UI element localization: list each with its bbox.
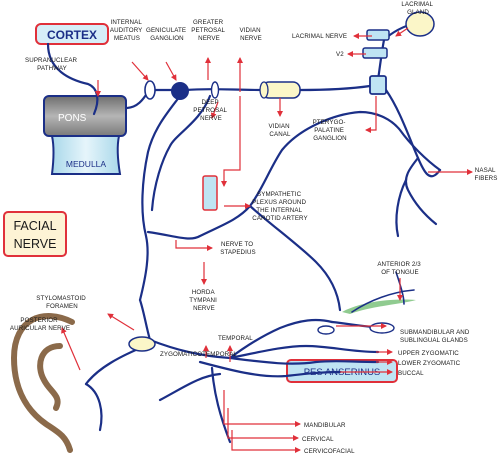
label-vidian-canal: VIDIAN CANAL bbox=[268, 123, 291, 138]
ear-outline bbox=[10, 313, 75, 453]
label-lacrimal-nerve: LACRIMAL NERVE bbox=[292, 33, 347, 40]
label-lacrimal-gland: LACRIMAL GLAND bbox=[401, 1, 434, 16]
title-line2: NERVE bbox=[14, 237, 57, 251]
pons-label: PONS bbox=[58, 113, 87, 124]
text-labels: SUPRANUCLEAR PATHWAY INTERNAL AUDITORY M… bbox=[10, 1, 498, 455]
label-cervicofacial: CERVICOFACIAL bbox=[304, 448, 355, 455]
label-zygomaticotemporal: ZYGOMATICOTEMPORAL bbox=[160, 351, 237, 358]
label-chorda: HORDA TYMPANI NERVE bbox=[189, 289, 219, 312]
brainstem: PONS MEDULLA bbox=[43, 95, 127, 175]
label-mandibular: MANDIBULAR bbox=[304, 422, 346, 429]
label-supranuclear: SUPRANUCLEAR PATHWAY bbox=[25, 57, 79, 72]
label-greater-petrosal: GREATER PETROSAL NERVE bbox=[191, 19, 226, 42]
title-line1: FACIAL bbox=[13, 219, 56, 233]
internal-auditory-ring bbox=[144, 80, 156, 100]
label-internal-auditory: INTERNAL AUDITORY MEATUS bbox=[110, 19, 144, 42]
label-posterior-auricular: POSTERIOR AURICULAR NERVE bbox=[10, 317, 70, 332]
facial-nerve-title-box: FACIAL NERVE bbox=[3, 211, 67, 257]
label-lower-zygomatic: LOWER ZYGOMATIC bbox=[398, 360, 461, 367]
label-deep-petrosal: DEEP PETROSAL NERVE bbox=[193, 99, 228, 122]
label-arrows bbox=[61, 27, 473, 453]
label-buccal: BUCCAL bbox=[398, 370, 424, 377]
label-v2: V2 bbox=[336, 51, 344, 58]
medulla-shape bbox=[50, 135, 122, 175]
lacrimal-nerve-box bbox=[366, 29, 390, 41]
label-submandibular: SUBMANDIBULAR AND SUBLINGUAL GLANDS bbox=[400, 329, 471, 344]
label-geniculate: GENICULATE GANGLION bbox=[146, 27, 188, 42]
geniculate-ganglion-dot bbox=[171, 82, 189, 100]
label-nasal-fibers: NASAL FIBERS bbox=[475, 167, 498, 182]
sympathetic-plexus-box bbox=[202, 175, 218, 211]
stylomastoid-foramen-shape bbox=[128, 336, 156, 352]
label-stylomastoid: STYLOMASTOID FORAMEN bbox=[36, 295, 87, 310]
label-upper-zygomatic: UPPER ZYGOMATIC bbox=[398, 350, 459, 357]
pterygopalatine-ganglion-box bbox=[369, 75, 387, 95]
label-cervical: CERVICAL bbox=[302, 436, 334, 443]
cortex-label: CORTEX bbox=[47, 28, 97, 42]
label-vidian-nerve: VIDIAN NERVE bbox=[239, 27, 262, 42]
tongue-shape bbox=[342, 299, 416, 314]
v2-box bbox=[362, 47, 388, 59]
submandibular-gland-1 bbox=[317, 325, 335, 335]
cortex-box: CORTEX bbox=[35, 23, 109, 45]
nerve-structures bbox=[128, 11, 435, 352]
pons-shape bbox=[43, 95, 127, 137]
vidian-ring bbox=[210, 81, 220, 99]
label-sympathetic: SYMPATHETIC PLEXUS AROUND THE INTERNAL C… bbox=[252, 191, 308, 222]
label-temporal: TEMPORAL bbox=[218, 335, 253, 342]
label-anterior-tongue: ANTERIOR 2/3 OF TONGUE bbox=[377, 261, 422, 276]
label-nerve-stapedius: NERVE TO STAPEDIUS bbox=[220, 241, 256, 256]
submandibular-gland-2 bbox=[369, 322, 395, 334]
label-pterygopalatine: PTERYGO- PALATINE GANGLION bbox=[313, 119, 348, 142]
medulla-label: MEDULLA bbox=[66, 159, 106, 169]
lacrimal-gland-shape bbox=[405, 11, 435, 37]
